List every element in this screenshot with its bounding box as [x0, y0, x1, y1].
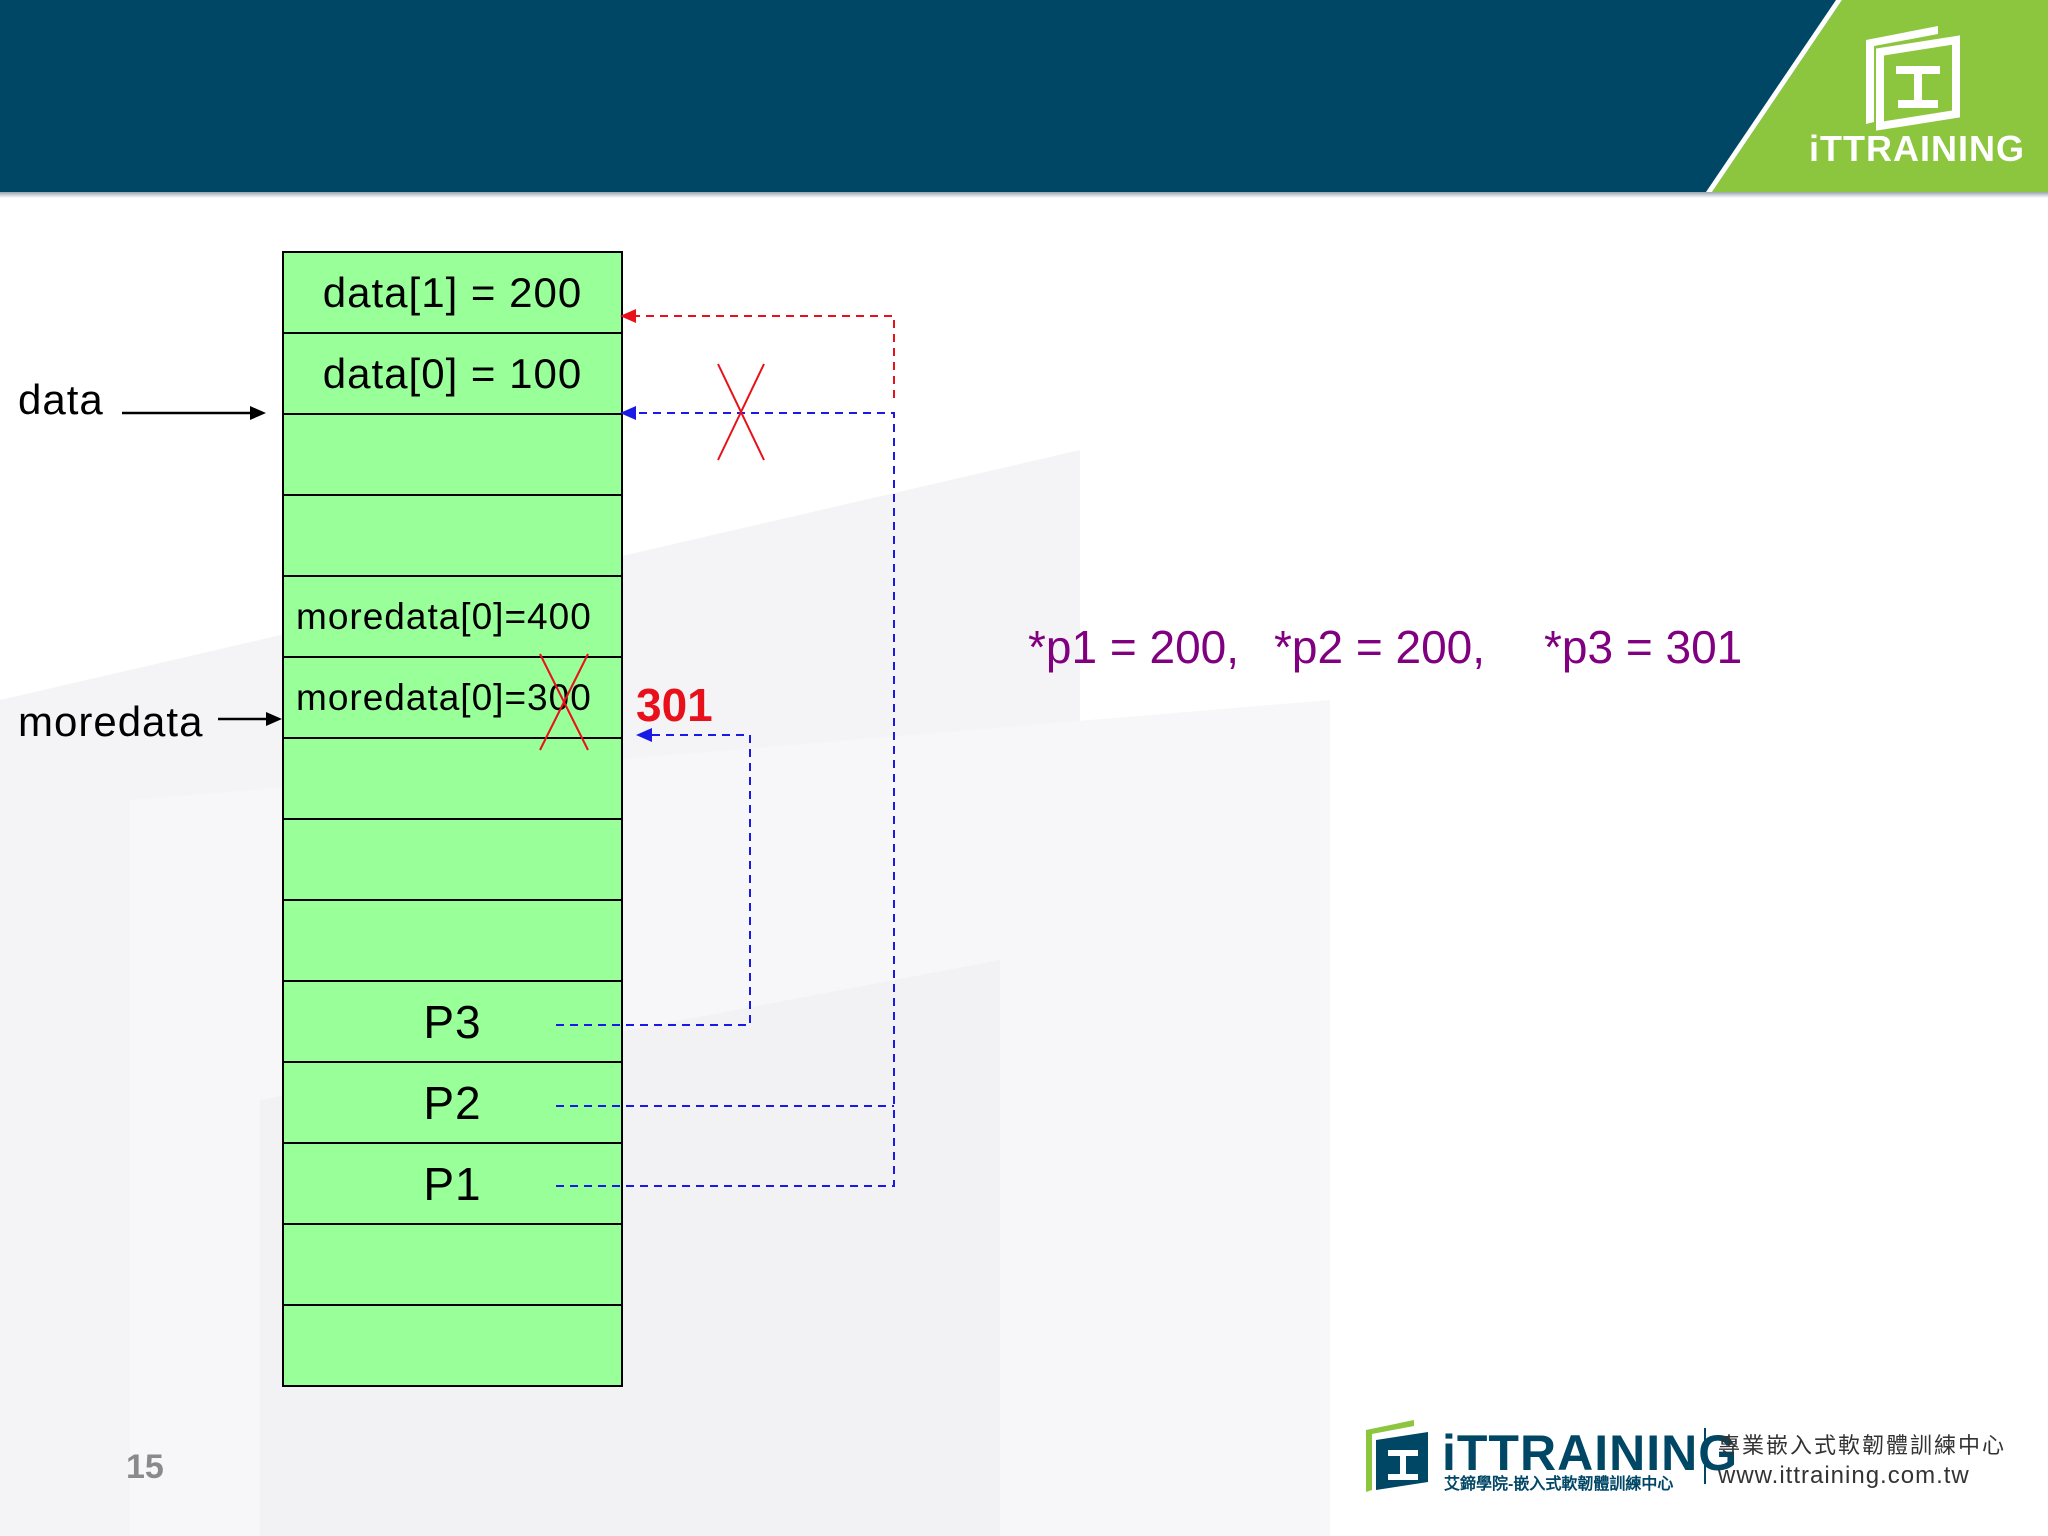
p1-deref-text: *p1 = 200, [1028, 621, 1240, 673]
header-brand-name: iTTRAINING [1809, 128, 2025, 169]
memory-cell: P2 [284, 1063, 621, 1144]
memory-cell [284, 901, 621, 982]
new-value-label: 301 [636, 679, 713, 731]
moredata-label: moredata [18, 698, 204, 745]
memory-cell: P3 [284, 982, 621, 1063]
p2-new-pointer [620, 309, 895, 398]
p1-p2-pointer [556, 406, 895, 1187]
data-arrow-icon [122, 406, 266, 420]
page-number: 15 [126, 1448, 164, 1486]
memory-cell: data[0] = 100 [284, 334, 621, 415]
footer-divider [1704, 1428, 1706, 1484]
p3-deref-text: *p3 = 301 [1544, 621, 1743, 673]
footer-brand-subtitle: 艾鍗學院-嵌入式軟韌體訓練中心 [1444, 1476, 1674, 1493]
header-shadow [0, 192, 2048, 198]
data-label: data [18, 376, 104, 423]
cross-out-icon [717, 363, 765, 461]
footer-brand-name: iTTRAINING [1442, 1425, 1739, 1481]
memory-cell [284, 739, 621, 820]
memory-cell: data[1] = 200 [284, 253, 621, 334]
ittraining-logo-icon [1866, 26, 1960, 131]
brand-wedge [1706, 0, 2048, 192]
footer-tagline: 專業嵌入式軟韌體訓練中心 [1718, 1433, 2007, 1458]
footer-url[interactable]: www.ittraining.com.tw [1718, 1462, 1970, 1489]
p3-pointer [556, 728, 751, 1026]
memory-cell [284, 496, 621, 577]
memory-cell: moredata[0]=400 [284, 577, 621, 658]
p2-deref-text: *p2 = 200, [1274, 621, 1486, 673]
memory-cell [284, 1225, 621, 1306]
memory-cell: moredata[0]=300 [284, 658, 621, 739]
memory-cell [284, 820, 621, 901]
header-bar [0, 0, 2048, 192]
moredata-arrow-icon [218, 712, 282, 726]
cross-out-icon [539, 653, 589, 751]
memory-cell [284, 415, 621, 496]
memory-cell: P1 [284, 1144, 621, 1225]
memory-stack: data[1] = 200 data[0] = 100 moredata[0]=… [282, 251, 623, 1387]
